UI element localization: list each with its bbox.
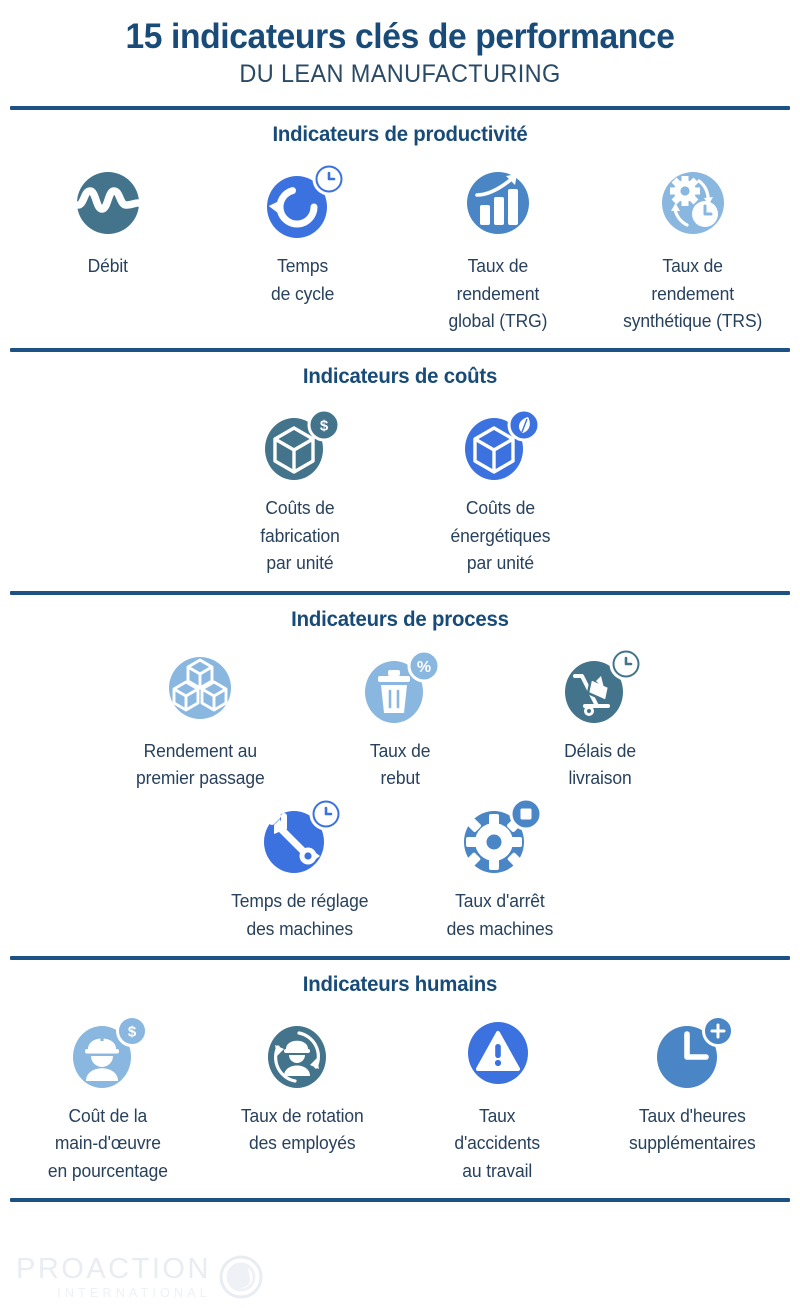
worker-helmet-icon: $ (62, 1007, 154, 1099)
box-leaf-icon (454, 399, 546, 491)
wrench-icon (254, 792, 346, 884)
section-title: Indicateurs de coûts (302, 365, 498, 389)
page-title: 15 indicateurs clés de performance (125, 17, 675, 56)
logo-wordmark: PROACTION (16, 1252, 211, 1285)
copyright-circle-icon (219, 1255, 263, 1299)
svg-text:%: % (417, 659, 431, 676)
section-title: Indicateurs de process (291, 607, 509, 631)
indicator-item[interactable]: Débit (10, 157, 205, 280)
indicator-label: Débit (87, 256, 128, 277)
svg-text:$: $ (127, 1023, 136, 1040)
bar-chart-growth-icon (452, 157, 544, 249)
divider (10, 1198, 790, 1203)
proaction-logo: PROACTION INTERNATIONAL (16, 1252, 263, 1300)
clock-plus-icon (647, 1007, 739, 1099)
page-subtitle: DU LEAN MANUFACTURING (239, 60, 561, 89)
box-dollar-icon: $ (254, 399, 346, 491)
page-footer: PROACTION INTERNATIONAL (0, 1246, 800, 1308)
gear-clock-cycle-icon (647, 157, 739, 249)
page-header: 15 indicateurs clés de performance DU LE… (0, 0, 800, 93)
logo-subtext: INTERNATIONAL (57, 1285, 211, 1300)
hand-truck-delivery-icon (554, 642, 646, 734)
divider (10, 590, 790, 595)
gear-icon (454, 792, 546, 884)
divider (10, 955, 790, 960)
section-title: Indicateurs humains (302, 972, 498, 996)
section-title: Indicateurs de productivité (272, 123, 528, 147)
trash-bin-icon: % (354, 642, 446, 734)
throughput-wave-icon (62, 157, 154, 249)
stacked-cubes-icon (154, 642, 246, 734)
svg-text:$: $ (320, 418, 329, 435)
cycle-time-icon (257, 157, 349, 249)
worker-rotation-icon (257, 1007, 349, 1099)
warning-triangle-icon (452, 1007, 544, 1099)
divider (10, 348, 790, 353)
divider-top (10, 106, 790, 111)
